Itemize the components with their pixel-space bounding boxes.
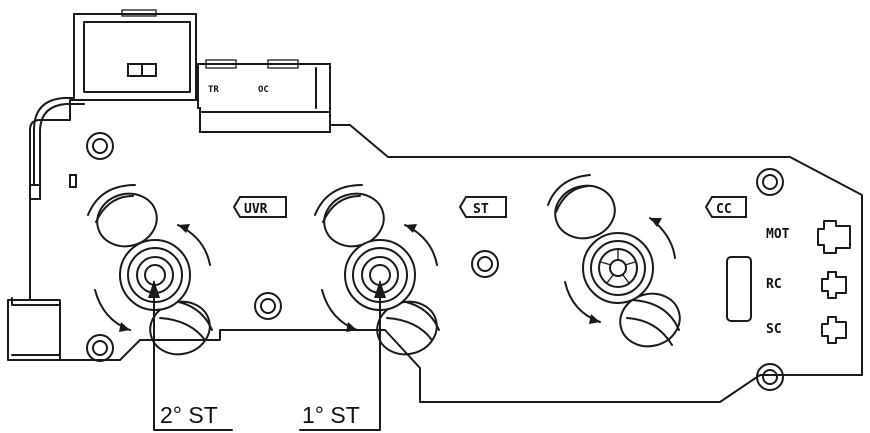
mount-hole xyxy=(756,168,784,196)
svg-text:CC: CC xyxy=(716,202,732,217)
dial-group-1st-st xyxy=(314,184,440,356)
tr-oc-connector xyxy=(197,63,331,133)
rotary-dial[interactable] xyxy=(582,232,654,304)
svg-text:ST: ST xyxy=(473,202,489,217)
mount-hole xyxy=(254,292,282,320)
st-tag: ST xyxy=(458,196,507,218)
svg-text:UVR: UVR xyxy=(244,202,268,217)
rc-connector-icon xyxy=(821,271,847,299)
dial-group-2nd-st xyxy=(87,184,213,356)
uvr-tag: UVR xyxy=(232,196,287,218)
sc-label: SC xyxy=(766,322,782,337)
mount-hole xyxy=(86,132,114,160)
left-flange xyxy=(7,299,61,361)
tr-label: TR xyxy=(208,85,219,95)
mot-connector-icon xyxy=(817,220,851,254)
indicator-slot xyxy=(726,256,752,322)
mount-hole xyxy=(86,334,114,362)
oc-label: OC xyxy=(258,85,269,95)
callout-1st-st: 1° ST xyxy=(302,402,360,428)
left-bracket xyxy=(33,97,85,186)
callout-leader-2nd-st xyxy=(148,280,233,431)
mot-label: MOT xyxy=(766,227,790,242)
callout-2nd-st: 2° ST xyxy=(160,402,218,428)
rc-label: RC xyxy=(766,277,782,292)
mount-hole xyxy=(756,363,784,391)
callout-leader-1st-st xyxy=(299,280,386,431)
mount-hole xyxy=(471,250,499,278)
top-module xyxy=(73,13,197,101)
sc-connector-icon xyxy=(821,316,847,344)
dial-group-cc xyxy=(547,174,681,348)
cc-tag: CC xyxy=(704,196,747,218)
